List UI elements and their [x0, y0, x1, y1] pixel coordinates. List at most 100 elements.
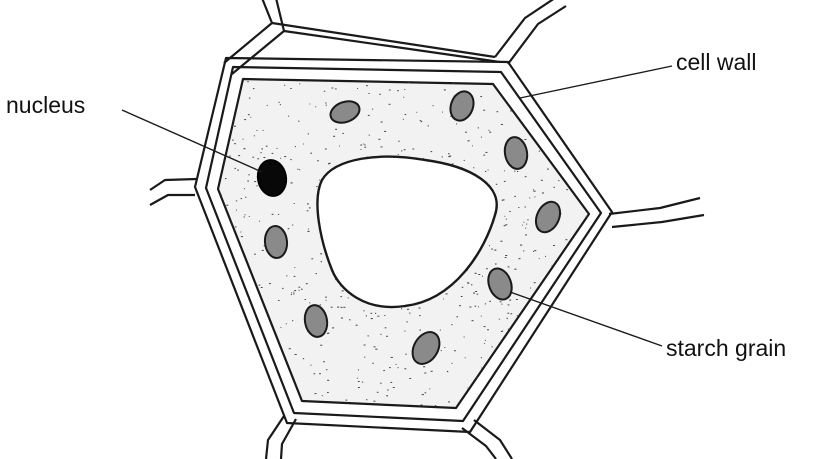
cytoplasm-speckle — [481, 357, 482, 358]
cytoplasm-speckle — [506, 219, 507, 220]
cytoplasm-speckle — [372, 109, 373, 110]
cytoplasm-speckle — [406, 321, 407, 322]
cytoplasm-speckle — [504, 225, 506, 226]
cytoplasm-speckle — [386, 336, 388, 337]
cytoplasm-speckle — [307, 210, 309, 211]
cytoplasm-speckle — [315, 393, 317, 394]
cytoplasm-speckle — [480, 96, 482, 97]
cytoplasm-speckle — [586, 216, 588, 217]
cytoplasm-speckle — [290, 159, 291, 160]
cytoplasm-speckle — [316, 273, 317, 274]
cytoplasm-speckle — [502, 200, 504, 201]
cytoplasm-speckle — [391, 357, 393, 358]
cytoplasm-speckle — [253, 88, 255, 89]
cytoplasm-speckle — [327, 380, 329, 381]
cytoplasm-speckle — [310, 153, 312, 154]
cytoplasm-speckle — [361, 149, 362, 150]
cytoplasm-speckle — [448, 153, 450, 154]
cytoplasm-speckle — [475, 273, 477, 274]
cytoplasm-speckle — [320, 304, 322, 305]
cytoplasm-speckle — [441, 350, 442, 351]
cytoplasm-speckle — [452, 163, 454, 164]
cytoplasm-speckle — [323, 361, 325, 362]
cytoplasm-speckle — [299, 169, 300, 170]
cytoplasm-speckle — [419, 83, 421, 84]
cytoplasm-speckle — [380, 383, 381, 384]
cytoplasm-speckle — [534, 250, 536, 251]
cytoplasm-speckle — [240, 232, 241, 233]
cytoplasm-speckle — [398, 141, 399, 142]
cytoplasm-speckle — [303, 144, 304, 145]
cytoplasm-speckle — [324, 91, 325, 92]
cytoplasm-speckle — [412, 149, 414, 150]
cytoplasm-speckle — [541, 180, 543, 181]
cytoplasm-speckle — [530, 288, 531, 289]
cytoplasm-speckle — [363, 144, 364, 145]
cytoplasm-speckle — [286, 323, 287, 324]
cytoplasm-speckle — [366, 85, 368, 86]
cytoplasm-speckle — [366, 399, 367, 400]
cytoplasm-speckle — [325, 103, 326, 104]
cytoplasm-speckle — [288, 228, 290, 229]
cytoplasm-speckle — [507, 313, 509, 314]
cytoplasm-speckle — [291, 292, 292, 293]
cytoplasm-speckle — [485, 340, 486, 341]
cytoplasm-speckle — [254, 181, 256, 182]
cytoplasm-speckle — [505, 224, 507, 225]
cytoplasm-speckle — [238, 155, 240, 156]
cytoplasm-speckle — [401, 150, 402, 151]
cytoplasm-speckle — [308, 229, 309, 230]
cytoplasm-speckle — [294, 203, 295, 204]
cytoplasm-speckle — [243, 148, 245, 149]
cytoplasm-speckle — [343, 307, 345, 308]
cytoplasm-speckle — [235, 226, 237, 227]
cytoplasm-speckle — [348, 297, 349, 298]
cytoplasm-speckle — [293, 292, 294, 293]
cytoplasm-speckle — [475, 291, 477, 292]
cytoplasm-speckle — [514, 171, 515, 172]
cytoplasm-speckle — [461, 296, 463, 297]
cell-wall-leader-line — [520, 66, 672, 98]
wall-left — [150, 179, 197, 190]
cytoplasm-speckle — [341, 318, 343, 319]
cytoplasm-speckle — [243, 139, 244, 140]
cytoplasm-speckle — [369, 93, 370, 94]
cytoplasm-speckle — [539, 258, 540, 259]
cytoplasm-speckle — [297, 169, 298, 170]
cytoplasm-speckle — [276, 148, 277, 149]
cytoplasm-speckle — [245, 197, 246, 198]
cytoplasm-speckle — [486, 268, 488, 269]
cytoplasm-speckle — [309, 104, 310, 105]
cytoplasm-speckle — [236, 210, 237, 211]
cytoplasm-speckle — [552, 265, 553, 266]
cytoplasm-speckle — [507, 318, 509, 319]
cytoplasm-speckle — [481, 316, 482, 317]
cytoplasm-speckle — [335, 88, 337, 89]
cytoplasm-speckle — [379, 94, 381, 95]
cytoplasm-speckle — [423, 366, 425, 367]
cytoplasm-speckle — [478, 274, 480, 275]
cytoplasm-speckle — [286, 275, 287, 276]
cytoplasm-speckle — [444, 347, 445, 348]
cytoplasm-speckle — [453, 83, 455, 84]
cytoplasm-speckle — [244, 119, 246, 120]
cytoplasm-speckle — [504, 181, 506, 182]
cytoplasm-speckle — [327, 392, 329, 393]
cytoplasm-speckle — [456, 316, 458, 317]
cytoplasm-speckle — [326, 105, 327, 106]
cytoplasm-speckle — [489, 130, 490, 131]
cytoplasm-speckle — [508, 329, 510, 330]
cytoplasm-speckle — [404, 149, 406, 150]
cytoplasm-speckle — [446, 293, 448, 294]
cytoplasm-speckle — [390, 382, 392, 383]
wall-right — [609, 198, 700, 214]
cytoplasm-speckle — [289, 348, 291, 349]
cytoplasm-speckle — [489, 132, 491, 133]
cytoplasm-speckle — [534, 282, 536, 283]
cytoplasm-speckle — [492, 346, 493, 347]
cytoplasm-speckle — [419, 308, 421, 309]
cytoplasm-speckle — [494, 250, 496, 251]
cytoplasm-speckle — [303, 358, 304, 359]
cytoplasm-speckle — [278, 214, 279, 215]
cytoplasm-speckle — [371, 318, 373, 319]
